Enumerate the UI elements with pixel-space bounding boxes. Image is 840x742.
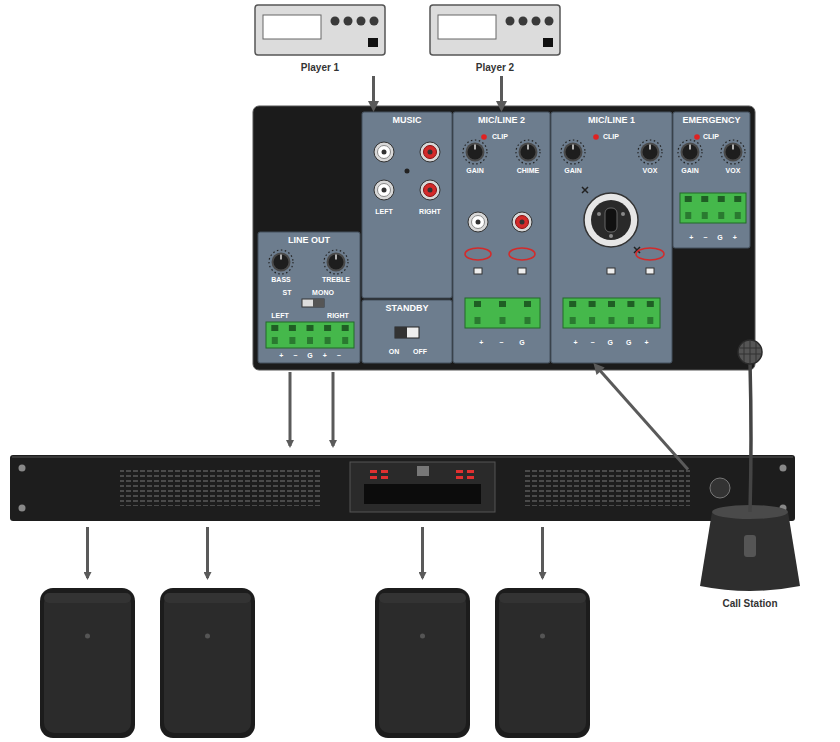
- arrow-shaft: [372, 76, 375, 103]
- knob-label: VOX: [643, 167, 658, 175]
- panel-section: EMERGENCY: [673, 112, 750, 248]
- panel-section: MUSIC: [362, 112, 452, 300]
- arrow-head: [368, 101, 379, 112]
- device-label: Call Station: [722, 598, 777, 612]
- section-heading: EMERGENCY: [682, 112, 740, 126]
- device-label: Player 1: [301, 62, 339, 76]
- terminal-label: + − G G +: [574, 339, 649, 347]
- section-heading: STANDBY: [386, 300, 429, 314]
- knob-label: GAIN: [466, 167, 484, 175]
- signal-arrow: [593, 363, 688, 470]
- led-label: CLIP: [492, 133, 508, 141]
- knob-label: TREBLE: [322, 276, 350, 284]
- knob-label: CHIME: [517, 167, 540, 175]
- device-label: Player 2: [476, 62, 514, 76]
- arrow-shaft: [500, 76, 503, 103]
- knob-label: GAIN: [564, 167, 582, 175]
- switch-label: OFF: [413, 348, 427, 356]
- panel-section: MIC/LINE 1: [551, 112, 672, 363]
- terminal-label: + − G: [479, 339, 525, 347]
- arrow-head: [593, 363, 604, 375]
- section-heading: LINE OUT: [288, 232, 330, 246]
- signal-arrow: [368, 76, 379, 112]
- panel-section: STANDBY: [362, 300, 452, 363]
- terminal-label: + − G + −: [279, 352, 341, 360]
- led-label: CLIP: [703, 133, 719, 141]
- switch-label: ON: [389, 348, 400, 356]
- led-label: CLIP: [603, 133, 619, 141]
- jack-label: LEFT: [375, 208, 393, 216]
- jack-label: RIGHT: [419, 208, 441, 216]
- section-heading: MIC/LINE 2: [478, 112, 525, 126]
- signal-arrow: [496, 76, 507, 112]
- call-station: Call Station: [688, 338, 812, 612]
- section-heading: MUSIC: [393, 112, 422, 126]
- media-player: Player 2: [430, 4, 560, 76]
- section-heading: MIC/LINE 1: [588, 112, 635, 126]
- knob-label: GAIN: [681, 167, 699, 175]
- terminal-label: + − G +: [689, 234, 737, 242]
- channel-label: RIGHT: [327, 312, 349, 320]
- switch-label: ST: [283, 289, 292, 297]
- switch-label: MONO: [312, 289, 334, 297]
- channel-label: LEFT: [271, 312, 289, 320]
- knob-label: VOX: [726, 167, 741, 175]
- panel-section: MIC/LINE 2: [453, 112, 550, 363]
- panel-section: LINE OUT: [258, 232, 360, 363]
- arrow-head: [496, 101, 507, 112]
- knob-label: BASS: [271, 276, 290, 284]
- media-player: Player 1: [255, 4, 385, 76]
- arrow-shaft: [599, 370, 688, 470]
